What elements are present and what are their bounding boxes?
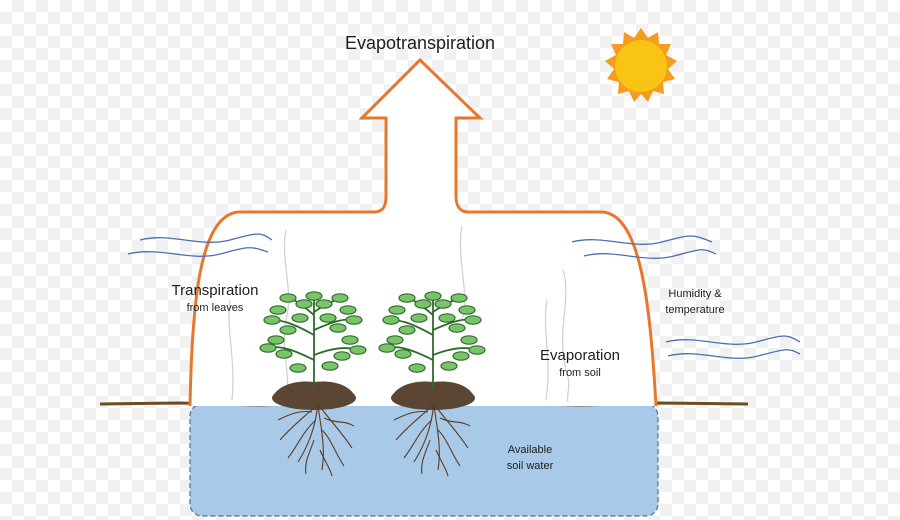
soil-water-sublabel: soil water (506, 460, 554, 472)
vapor-icon (228, 225, 570, 403)
temperature-label: temperature (665, 304, 725, 316)
wind-icon (665, 335, 801, 359)
soil-water-label: Available (507, 444, 553, 456)
root-icon (393, 403, 471, 477)
diagram-title: Evapotranspiration (344, 33, 496, 53)
evaporation-label: Evaporation (539, 347, 621, 364)
sun-icon (605, 28, 677, 102)
root-icon (277, 403, 355, 477)
soil-water-pool (189, 403, 659, 517)
transpiration-label: Transpiration (171, 282, 259, 299)
wind-icon (127, 233, 273, 257)
humidity-label: Humidity & (668, 288, 722, 300)
wind-icon (571, 235, 717, 259)
plant-icon (259, 291, 367, 410)
evaporation-sublabel: from soil (559, 367, 601, 379)
transpiration-sublabel: from leaves (186, 302, 244, 314)
plant-icon (378, 291, 486, 410)
